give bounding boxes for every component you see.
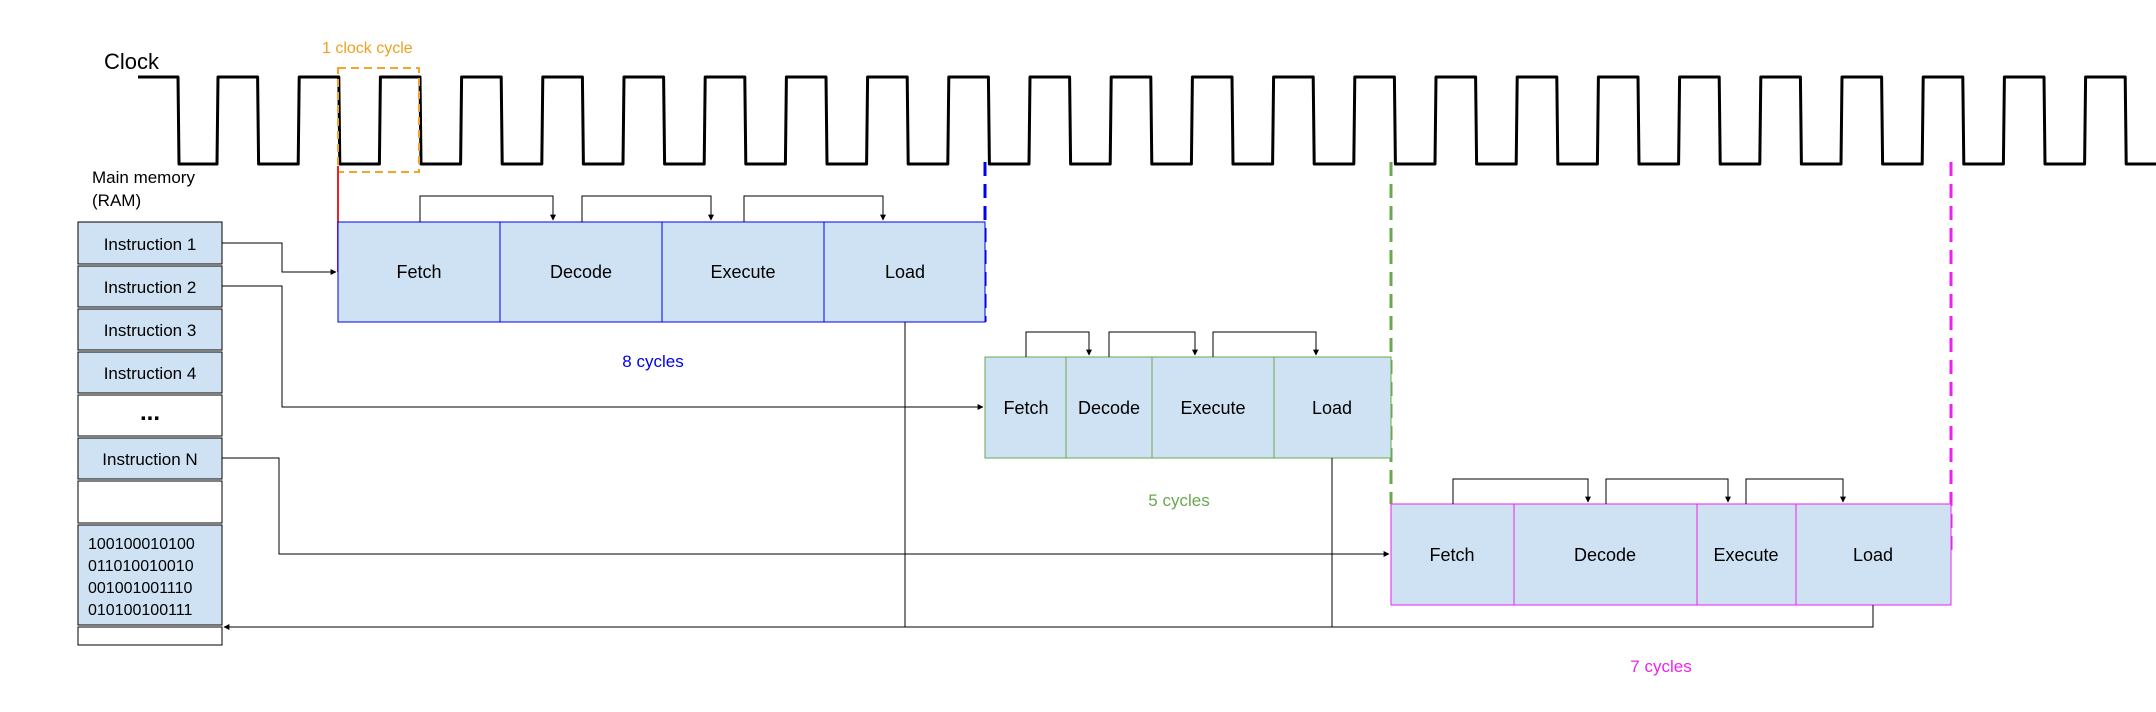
stage-execute <box>1696 503 1797 606</box>
memory-cell-instruction-n <box>77 437 223 480</box>
memory-cell-empty <box>77 480 223 524</box>
binary-data-line: 100100010100 <box>88 536 195 553</box>
memory-title-line1: Main memory <box>92 168 195 187</box>
stage-load <box>823 221 986 323</box>
memory-cell-label: Instruction 4 <box>104 364 197 383</box>
stage-label: Execute <box>1713 545 1778 565</box>
stage-fetch <box>337 221 501 323</box>
stage-label: Fetch <box>1003 398 1048 418</box>
stage-label: Decode <box>1574 545 1636 565</box>
stage-decode <box>1065 356 1153 459</box>
stage-transition-arrow <box>1745 478 1846 504</box>
memory-cell-instruction-2 <box>77 265 223 308</box>
connector-instruction-1-to-fetch <box>222 242 337 275</box>
stage-label: Decode <box>1078 398 1140 418</box>
memory-cell-bottom <box>77 626 223 646</box>
memory-cell-label: Instruction N <box>102 450 197 469</box>
binary-data-line: 001001001110 <box>88 580 193 597</box>
stage-transition-arrow <box>581 195 714 222</box>
clock-cycle-highlight-box <box>337 67 420 173</box>
pipeline-instruction-1: Fetch Decode Execute Load 8 cycles <box>337 195 986 371</box>
stage-transition-arrow <box>1605 478 1731 504</box>
binary-data-line: 010100100111 <box>88 602 193 619</box>
stage-label: Fetch <box>1429 545 1474 565</box>
stage-label: Load <box>1853 545 1893 565</box>
connector-load-writeback <box>223 605 1874 630</box>
memory-cell-binary-data <box>77 524 223 626</box>
memory-cell-ellipsis <box>77 394 223 437</box>
stage-transition-arrow <box>1212 331 1319 357</box>
stage-execute <box>661 221 825 323</box>
stage-transition-arrow <box>1452 478 1591 504</box>
stage-load <box>1273 356 1392 459</box>
stage-execute <box>1151 356 1275 459</box>
clock-cycle-label: 1 clock cycle <box>322 40 413 57</box>
stage-label: Load <box>885 262 925 282</box>
memory-cell-label: Instruction 2 <box>104 278 197 297</box>
stage-label: Execute <box>1180 398 1245 418</box>
stage-transition-arrow <box>1025 331 1092 357</box>
clock-waveform <box>138 75 2156 166</box>
cycles-label: 7 cycles <box>1630 657 1691 676</box>
stage-transition-arrow <box>743 195 886 222</box>
cycles-label: 5 cycles <box>1148 491 1209 510</box>
stage-label: Decode <box>550 262 612 282</box>
stage-load <box>1795 503 1952 606</box>
memory-title-line2: (RAM) <box>92 191 141 210</box>
stage-label: Load <box>1312 398 1352 418</box>
stage-transition-arrow <box>1108 331 1198 357</box>
stage-label: Execute <box>710 262 775 282</box>
memory-cell-instruction-1 <box>77 221 223 265</box>
pipeline-instruction-2: Fetch Decode Execute Load 5 cycles <box>984 331 1392 510</box>
memory-cell-instruction-4 <box>77 351 223 394</box>
pipeline-instruction-n: Fetch Decode Execute Load 7 cycles <box>1390 478 1952 676</box>
stage-fetch <box>1390 503 1515 606</box>
cycles-label: 8 cycles <box>622 352 683 371</box>
stage-fetch <box>984 356 1067 459</box>
memory-cell-instruction-3 <box>77 308 223 351</box>
memory-cell-label: Instruction 1 <box>104 235 197 254</box>
stage-transition-arrow <box>419 195 556 222</box>
connector-instruction-2-to-fetch <box>222 285 984 410</box>
memory-cell-ellipsis-label: ... <box>140 399 160 426</box>
connector-instruction-n-to-fetch <box>222 457 1390 557</box>
stage-decode <box>499 221 663 323</box>
stage-label: Fetch <box>396 262 441 282</box>
binary-data-line: 011010010010 <box>88 558 194 575</box>
memory-cell-label: Instruction 3 <box>104 321 197 340</box>
memory-block: Instruction 1 Instruction 2 Instruction … <box>77 221 223 646</box>
clock-label: Clock <box>104 49 160 74</box>
